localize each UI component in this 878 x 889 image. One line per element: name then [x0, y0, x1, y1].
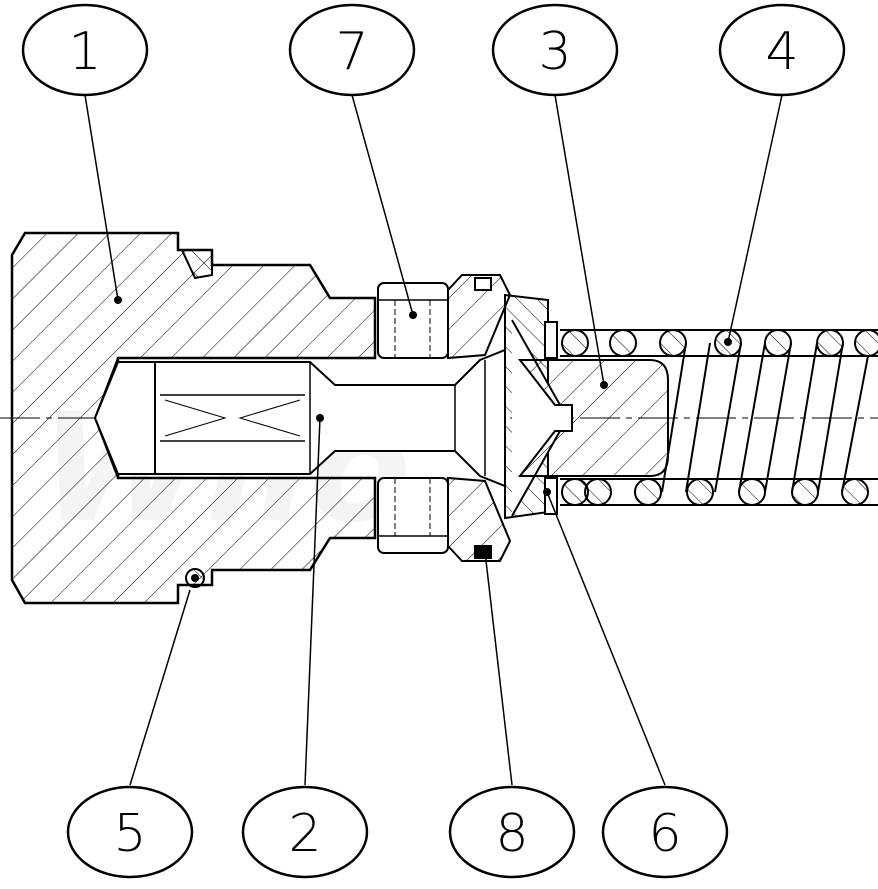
- retainer-ring: [447, 274, 512, 562]
- balloon-8: 8: [448, 785, 576, 879]
- balloon-7: 7: [288, 3, 416, 97]
- leader-lines: [84, 94, 783, 786]
- balloon-3: 3: [491, 3, 619, 97]
- balloon-5: 5: [66, 785, 194, 879]
- balloon-label: 1: [68, 22, 101, 82]
- balloon-label: 3: [538, 22, 571, 82]
- balloon-label: 8: [495, 804, 528, 864]
- valve-seat: [504, 293, 573, 520]
- balloon-label: 4: [765, 22, 798, 82]
- part-4-spring: [560, 329, 878, 506]
- balloon-label: 7: [335, 22, 368, 82]
- balloon-label: 2: [288, 804, 321, 864]
- part-2-shaft: [93, 348, 506, 488]
- balloon-label: 5: [113, 804, 146, 864]
- balloon-1: 1: [21, 3, 149, 97]
- leader-dots: [114, 296, 732, 582]
- balloon-6: 6: [601, 785, 729, 879]
- balloon-label: 6: [648, 804, 681, 864]
- balloon-4: 4: [718, 3, 846, 97]
- balloon-2: 2: [241, 785, 369, 879]
